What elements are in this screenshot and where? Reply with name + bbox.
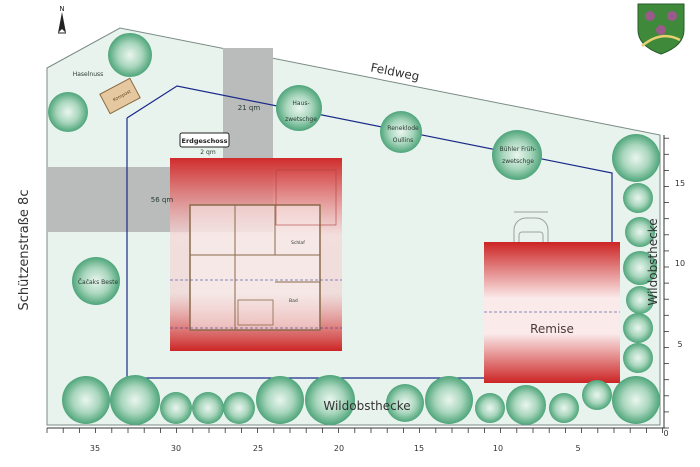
tree-label-cacaks: Čačaks Beste — [78, 279, 119, 286]
area-label-left: 56 qm — [151, 196, 174, 204]
axis-bottom-tick: 20 — [334, 444, 344, 453]
area-label-top: 21 qm — [238, 104, 261, 112]
tree-label-buhler-1: Bühler Früh- — [500, 146, 537, 153]
tree-haselnuss-2 — [48, 92, 88, 132]
remise-label: Remise — [530, 322, 574, 336]
tree-haselnuss-1 — [108, 33, 152, 77]
room-label-schlaf: Schlaf — [291, 240, 305, 246]
axis-right-tick: 5 — [677, 340, 682, 349]
remise: Remise — [484, 242, 620, 383]
north-arrow: N — [58, 5, 66, 34]
axis-bottom-tick: 30 — [171, 444, 181, 453]
tree-buhler — [492, 130, 542, 180]
axis-bottom-tick: 10 — [493, 444, 503, 453]
erdgeschoss-label: Erdgeschoss — [182, 137, 228, 145]
tree-reneklode — [380, 111, 422, 153]
axis-right-tick: 15 — [675, 179, 685, 188]
axis-bottom-tick: 25 — [253, 444, 263, 453]
axis-bottom-tick: 0 — [663, 429, 668, 438]
erdgeschoss-sub: 2 qm — [200, 149, 216, 156]
axis-bottom: 35 30 25 20 15 10 5 0 — [46, 427, 669, 453]
right-hedge — [582, 134, 660, 410]
axis-bottom-tick: 35 — [90, 444, 100, 453]
tree-label-hauszwetschge-1: Haus- — [292, 100, 309, 107]
path-top — [223, 48, 273, 158]
tree-label-haselnuss: Haselnuss — [73, 71, 104, 78]
room-label-bad: Bad — [289, 298, 298, 304]
erdgeschoss-box — [179, 132, 230, 148]
axis-bottom-tick: 15 — [414, 444, 424, 453]
axis-bottom-tick: 5 — [575, 444, 580, 453]
tree-cacaks — [72, 257, 120, 305]
axis-right: 15 10 5 — [663, 135, 685, 429]
coat-of-arms-icon — [637, 3, 685, 55]
axis-right-tick: 10 — [675, 259, 685, 268]
tree-hauszwetschge — [276, 85, 322, 131]
tree-label-buhler-2: zwetschge — [502, 158, 534, 165]
tree-label-reneklode-1: Reneklode — [387, 125, 419, 132]
north-label: N — [59, 5, 64, 13]
hedge-label-right: Wildobsthecke — [646, 218, 660, 305]
bottom-hedge — [62, 375, 660, 425]
tree-label-reneklode-2: Oullins — [393, 137, 413, 144]
hedge-label-bottom: Wildobsthecke — [323, 399, 410, 413]
main-house: Schlaf Bad — [170, 158, 342, 351]
compost: Kompost — [99, 77, 141, 115]
street-label-left: Schützenstraße 8c — [17, 190, 32, 311]
tree-label-hauszwetschge-2: zwetschge — [285, 116, 317, 123]
